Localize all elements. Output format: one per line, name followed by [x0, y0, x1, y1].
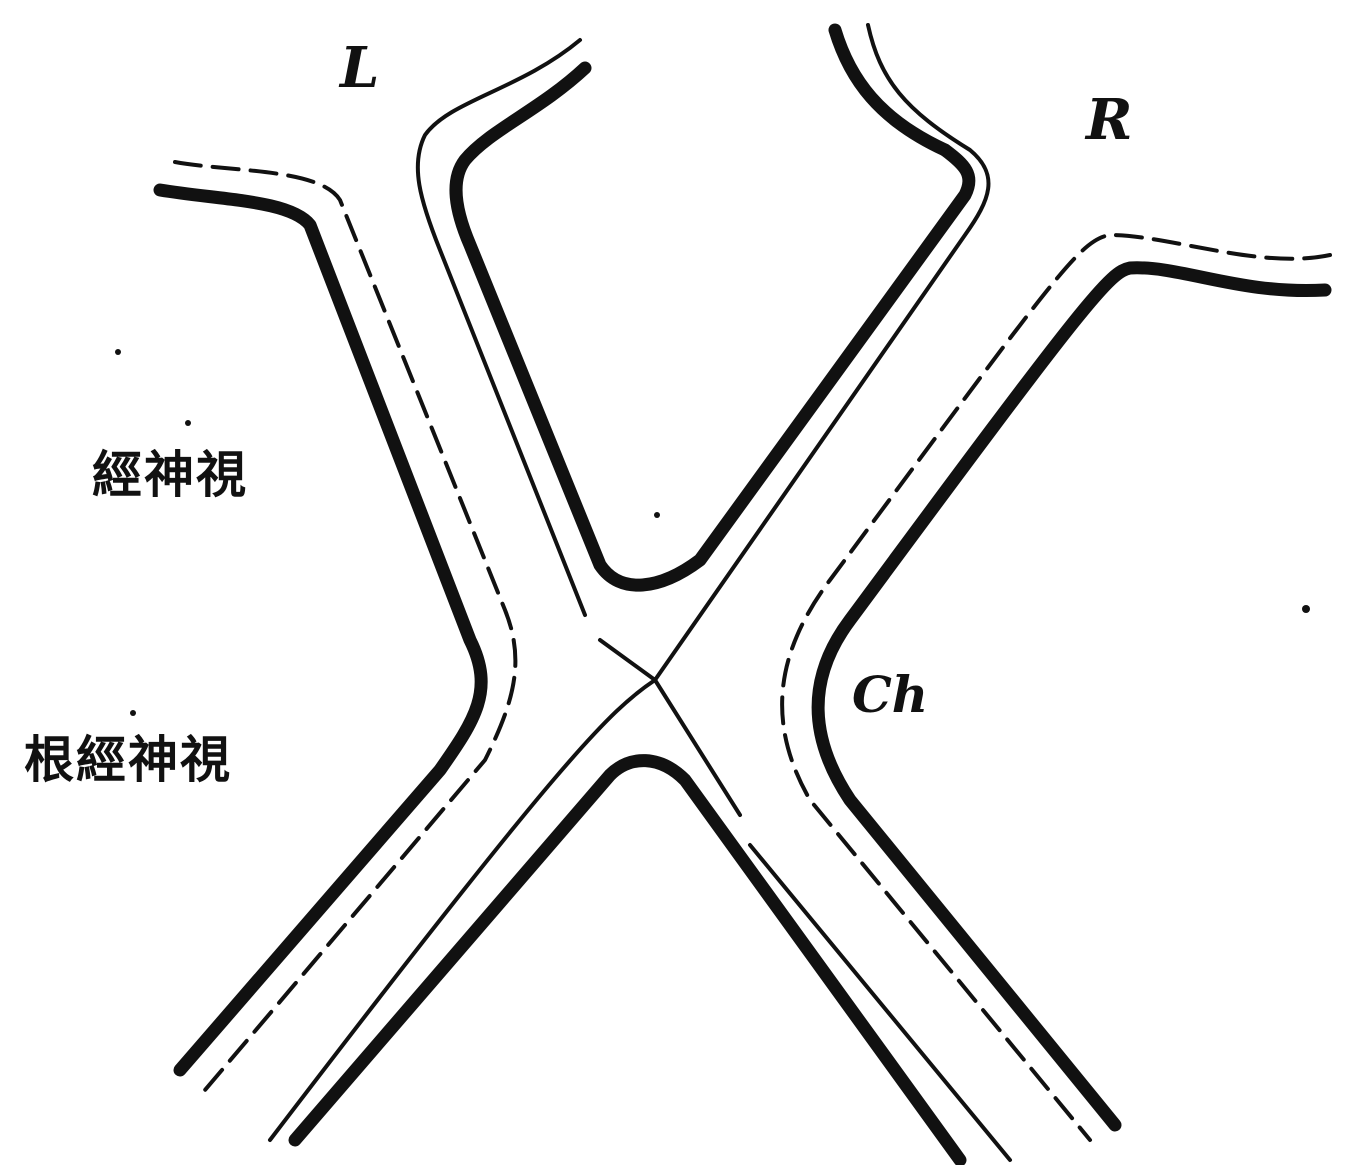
label-right-eye: R [1086, 92, 1133, 148]
left-inner-thick-line [456, 68, 969, 585]
stray-dot [654, 512, 660, 518]
crossing-line-b [270, 680, 655, 1140]
label-optic-nerve-root: 根經神視 [24, 735, 232, 785]
stray-dot [1302, 605, 1310, 613]
left-nerve-outer-thick [160, 190, 481, 1070]
label-chiasm: Ch [852, 670, 928, 720]
label-left-eye: L [340, 40, 379, 96]
bottom-right-thin-line [750, 845, 1010, 1160]
stray-dot [185, 420, 191, 426]
stray-dot [130, 710, 136, 716]
stray-dot [115, 349, 121, 355]
crossing-line-a [600, 640, 740, 815]
right-top-thick-line [835, 30, 945, 150]
right-top-thin-line [655, 25, 989, 680]
label-optic-nerve: 經神視 [92, 450, 248, 500]
